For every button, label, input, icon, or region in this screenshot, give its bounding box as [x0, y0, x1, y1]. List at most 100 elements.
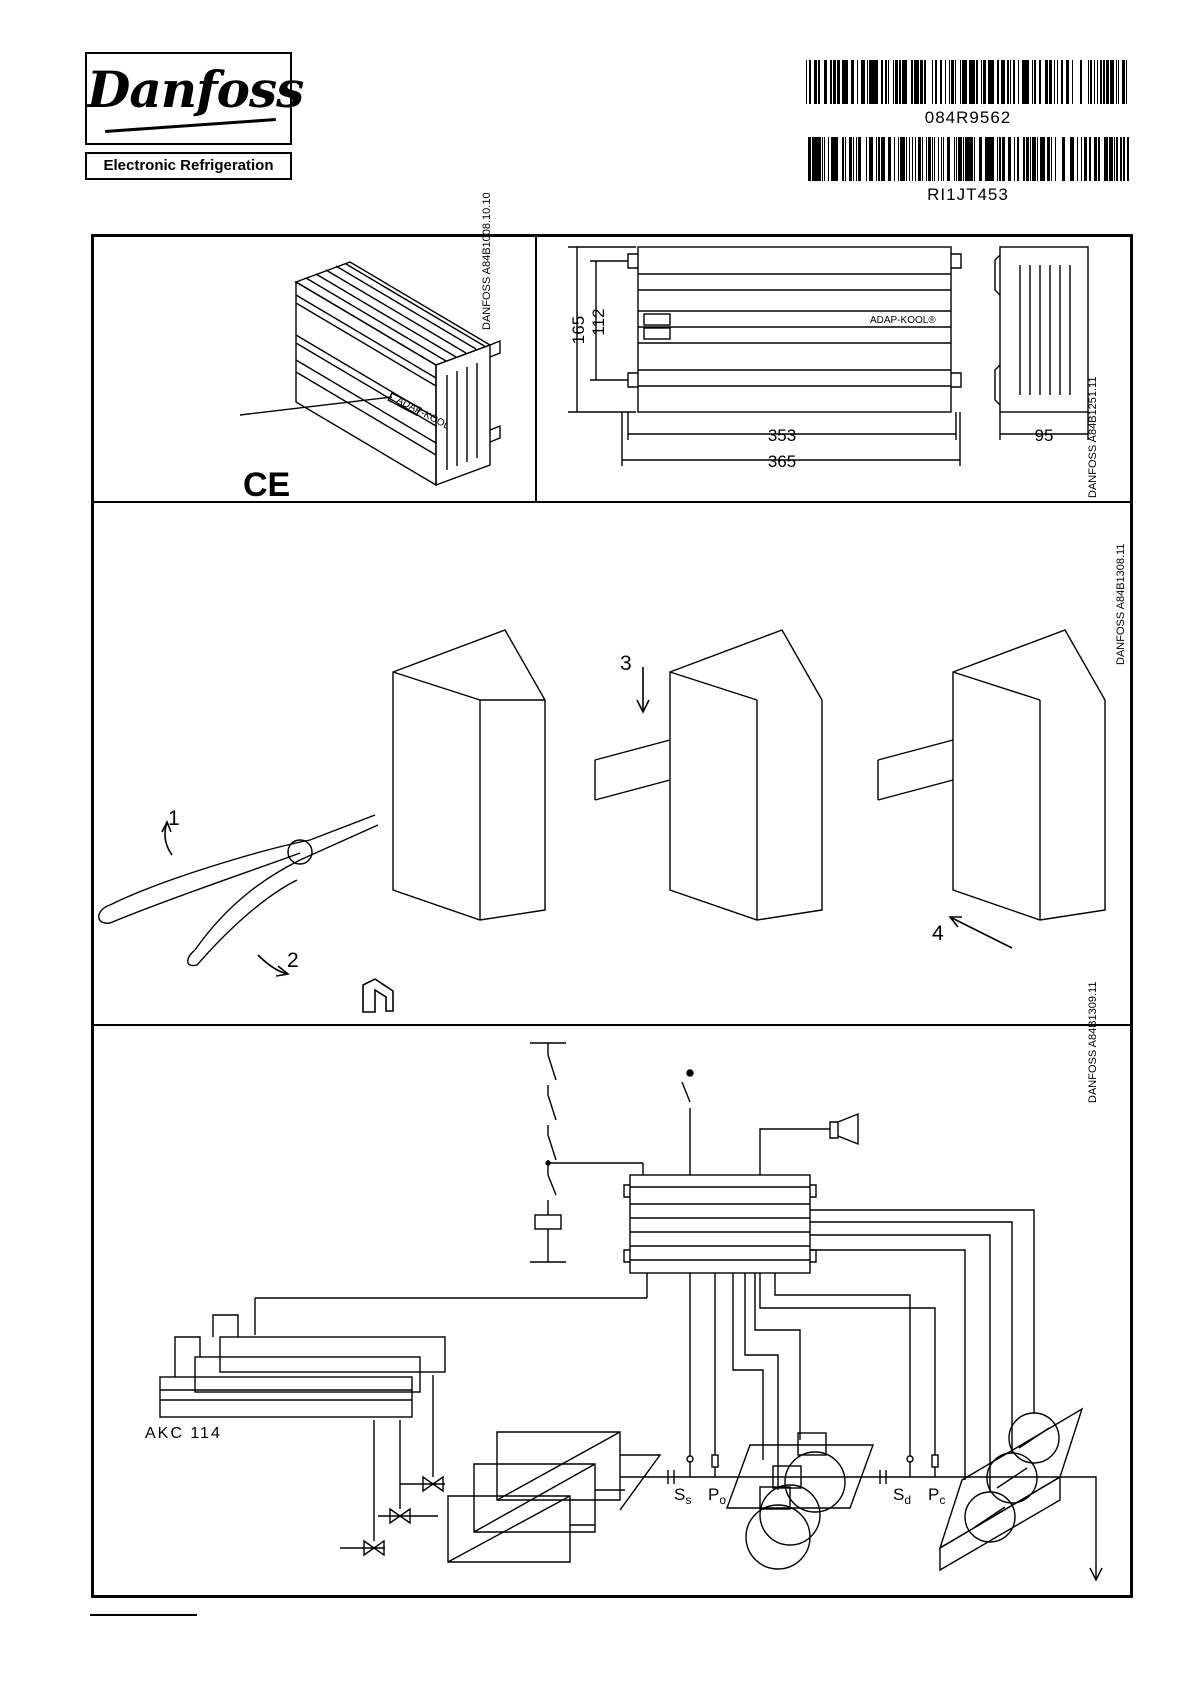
barcode-bar	[922, 137, 923, 181]
barcode-bar	[1100, 60, 1102, 104]
barcode-bar	[1003, 137, 1005, 181]
barcode-bar	[1094, 60, 1095, 104]
barcode-bar	[1032, 60, 1033, 104]
barcode-bar	[876, 137, 877, 181]
footer-rule	[90, 1614, 197, 1616]
barcode-bar	[991, 137, 994, 181]
barcode-bar	[843, 60, 846, 104]
barcode-bar	[1080, 60, 1082, 104]
barcode-bar	[1045, 60, 1047, 104]
barcode-bar	[852, 60, 854, 104]
barcode-bar	[974, 137, 975, 181]
barcode-bar	[1072, 60, 1073, 104]
barcode-bar	[962, 60, 964, 104]
barcode-bar	[924, 60, 926, 104]
barcode-bar	[999, 137, 1001, 181]
barcode-top-text: 084R9562	[806, 108, 1130, 128]
barcode-bar	[1026, 137, 1029, 181]
barcode-bar	[881, 60, 882, 104]
barcode-bar	[849, 137, 852, 181]
barcode-bar	[967, 137, 970, 181]
barcode-bar	[1018, 60, 1019, 104]
barcode-bar	[1077, 137, 1078, 181]
barcode-bar	[818, 60, 820, 104]
barcode-bar	[856, 137, 857, 181]
barcode-bar	[920, 60, 923, 104]
barcode-bar	[876, 60, 878, 104]
barcode-bar	[826, 60, 827, 104]
barcode-bar	[1061, 60, 1062, 104]
barcode-bar	[902, 60, 905, 104]
barcode-bar	[1111, 60, 1114, 104]
barcode-bar	[846, 60, 848, 104]
barcode-bar	[869, 60, 870, 104]
barcode-bar	[861, 60, 864, 104]
barcode-bar	[960, 60, 961, 104]
barcode-bar	[1035, 137, 1036, 181]
barcode-bar	[987, 137, 990, 181]
barcode-bar	[1032, 137, 1035, 181]
barcode-bar	[853, 137, 854, 181]
barcode-bar	[926, 137, 927, 181]
barcode-bar	[899, 60, 901, 104]
barcode-bar	[915, 60, 916, 104]
barcode-bar	[1034, 60, 1036, 104]
barcode-bar	[1047, 137, 1050, 181]
barcode-bar	[949, 60, 950, 104]
barcode-bar	[1017, 137, 1019, 181]
barcode-bar	[1089, 137, 1091, 181]
barcode-bar	[1120, 137, 1122, 181]
barcode-bar	[872, 137, 873, 181]
barcode-bar	[911, 60, 913, 104]
division-label: Electronic Refrigeration	[85, 152, 292, 180]
barcode-bar	[1110, 60, 1111, 104]
barcode-bar	[837, 137, 838, 181]
barcode-bar	[990, 137, 991, 181]
barcode-bar	[909, 137, 910, 181]
barcode-bar	[888, 60, 889, 104]
barcode-bar	[928, 137, 931, 181]
drawing-frame	[91, 234, 1133, 1598]
barcode-bar	[1107, 137, 1108, 181]
barcode-bar	[872, 60, 874, 104]
barcode-bar	[912, 137, 913, 181]
barcode-bar	[1013, 60, 1015, 104]
barcode-bar	[941, 137, 942, 181]
barcode-bar	[1114, 137, 1115, 181]
logo-wordmark: Danfoss	[87, 60, 290, 119]
barcode-bar	[1026, 60, 1029, 104]
barcode-bar	[959, 137, 962, 181]
barcode-bottom	[806, 137, 1130, 181]
barcode-bar	[1098, 137, 1099, 181]
barcode-bar	[878, 137, 880, 181]
barcode-bar	[866, 137, 867, 181]
barcode-bar	[828, 137, 829, 181]
barcode-bar	[1111, 137, 1113, 181]
barcode-bar	[814, 60, 817, 104]
barcode-bar	[906, 137, 907, 181]
barcode-bar	[842, 137, 844, 181]
barcode-bar	[817, 137, 820, 181]
barcode-bar	[1009, 137, 1011, 181]
barcode-bar	[1051, 137, 1052, 181]
barcode-top	[806, 60, 1130, 104]
barcode-bar	[1030, 137, 1031, 181]
barcode-bar	[902, 137, 905, 181]
barcode-bar	[956, 137, 957, 181]
danfoss-logo: Danfoss	[85, 52, 292, 145]
barcode-bar	[1047, 60, 1048, 104]
barcode-bar	[979, 137, 982, 181]
barcode-bar	[894, 137, 895, 181]
barcode-bar	[945, 60, 946, 104]
barcode-bar	[882, 137, 885, 181]
barcode-bar	[916, 60, 917, 104]
barcode-bar	[1001, 60, 1002, 104]
barcode-bar	[874, 60, 876, 104]
barcode-bar	[831, 137, 834, 181]
barcode-bar	[808, 137, 811, 181]
barcode-bar	[1042, 137, 1045, 181]
barcode-bar	[932, 137, 933, 181]
barcode-bar	[893, 60, 894, 104]
barcode-bar	[835, 137, 837, 181]
barcode-bar	[1039, 60, 1041, 104]
